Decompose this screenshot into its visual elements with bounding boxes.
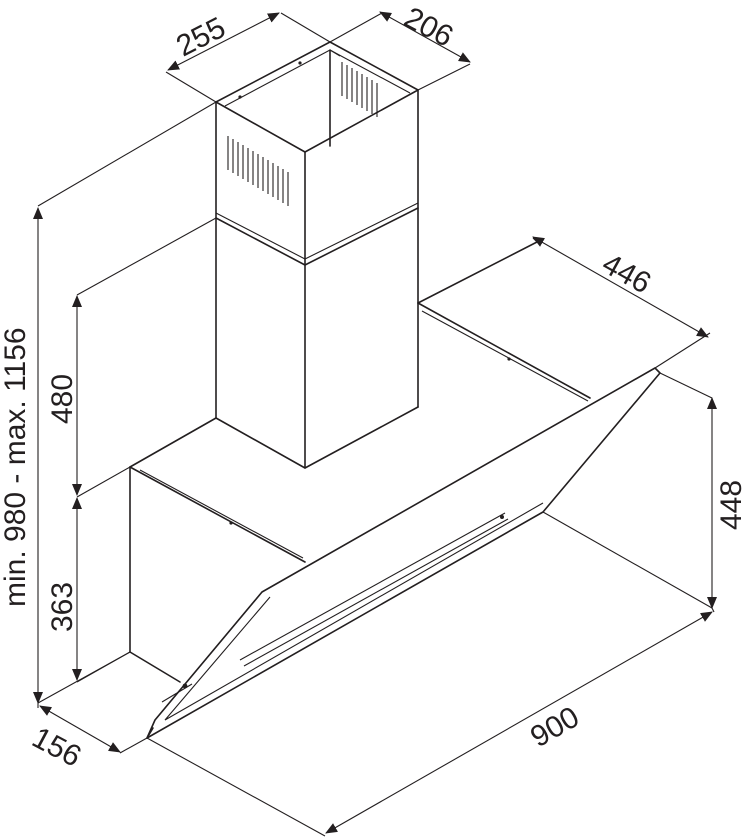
label-448: 448 bbox=[715, 480, 743, 530]
label-363: 363 bbox=[46, 582, 79, 632]
label-206: 206 bbox=[399, 1, 459, 54]
label-480: 480 bbox=[46, 374, 79, 424]
dim-total-height: min. 980 - max. 1156 bbox=[0, 101, 217, 704]
hood-body bbox=[129, 241, 661, 739]
chimney bbox=[215, 41, 419, 469]
label-900: 900 bbox=[525, 700, 585, 754]
label-255: 255 bbox=[171, 11, 231, 63]
dim-hood-body-height: 363 bbox=[46, 497, 131, 683]
dim-chimney-width: 255 bbox=[165, 11, 331, 103]
label-height-range: min. 980 - max. 1156 bbox=[0, 327, 32, 607]
label-446: 446 bbox=[597, 247, 657, 300]
dim-hood-depth: 446 bbox=[532, 236, 711, 369]
dim-chimney-height: 480 bbox=[46, 217, 217, 498]
vent-slots-front bbox=[227, 136, 289, 206]
dim-glass-height: 448 bbox=[542, 372, 743, 609]
dim-wall-offset: 156 bbox=[27, 703, 148, 774]
label-156: 156 bbox=[27, 721, 87, 774]
dim-chimney-depth: 206 bbox=[329, 1, 471, 91]
vent-slots-back bbox=[341, 62, 378, 117]
